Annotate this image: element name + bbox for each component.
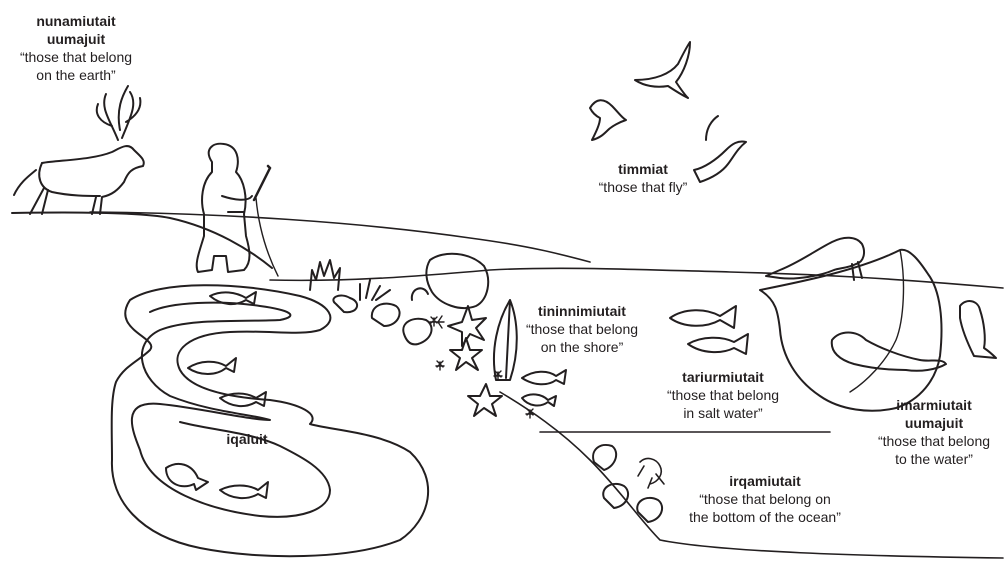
timmiat-gloss: “those that fly” [598,179,688,195]
sea-floor [499,391,1004,559]
sea-urchin-icon [429,315,535,419]
irqamiutait-gloss-2: the bottom of the ocean” [689,509,841,525]
tininnimiutait-gloss-1: “those that belong [525,321,639,337]
label-tariurmiutait: tariurmiutait “those that belong in salt… [658,368,788,422]
imarmiutait-name-2: uumajuit [904,415,964,431]
label-irqamiutait: irqamiutait “those that belong on the bo… [680,472,850,526]
label-tininnimiutait: tininnimiutait “those that belong on the… [512,302,652,356]
label-iqaluit: iqaluit [212,430,282,448]
shellfish-icon [592,444,664,523]
tariurmiutait-gloss-2: in salt water” [683,405,763,421]
walrus-icon [765,236,865,281]
tininnimiutait-name: tininnimiutait [538,303,626,319]
tariurmiutait-name: tariurmiutait [682,369,764,385]
land-line [11,211,273,269]
imarmiutait-gloss-2: to the water” [895,451,973,467]
label-imarmiutait: imarmiutait uumajuit “those that belong … [868,396,1000,468]
nunamiutait-name-2: uumajuit [46,31,106,47]
irqamiutait-name: irqamiutait [729,473,801,489]
tininnimiutait-gloss-2: on the shore” [540,339,624,355]
nunamiutait-gloss-1: “those that belong [19,49,133,65]
lake-inner [131,301,331,518]
shrimp-icon [637,457,665,489]
sea-fish-icon [521,305,749,407]
bird-icon [589,41,747,183]
iqaluit-name: iqaluit [226,431,268,447]
label-nunamiutait: nunamiutait uumajuit “those that belong … [16,12,136,84]
tariurmiutait-gloss-1: “those that belong [666,387,780,403]
nunamiutait-gloss-2: on the earth” [36,67,116,83]
irqamiutait-gloss-1: “those that belong on [699,491,831,507]
timmiat-name: timmiat [618,161,668,177]
caribou-icon [13,85,145,215]
starfish-icon [447,305,503,417]
shore-plants-icon [309,252,518,381]
lake-outline [110,284,429,558]
lake-fish-icon [165,291,269,500]
hunter-icon [195,142,279,277]
label-timmiat: timmiat “those that fly” [588,160,698,196]
iceberg-icon [759,248,943,412]
imarmiutait-name-1: imarmiutait [896,397,972,413]
nunamiutait-name-1: nunamiutait [36,13,116,29]
land-horizon [89,211,591,263]
seal-icon [830,300,997,372]
imarmiutait-gloss-1: “those that belong [877,433,991,449]
